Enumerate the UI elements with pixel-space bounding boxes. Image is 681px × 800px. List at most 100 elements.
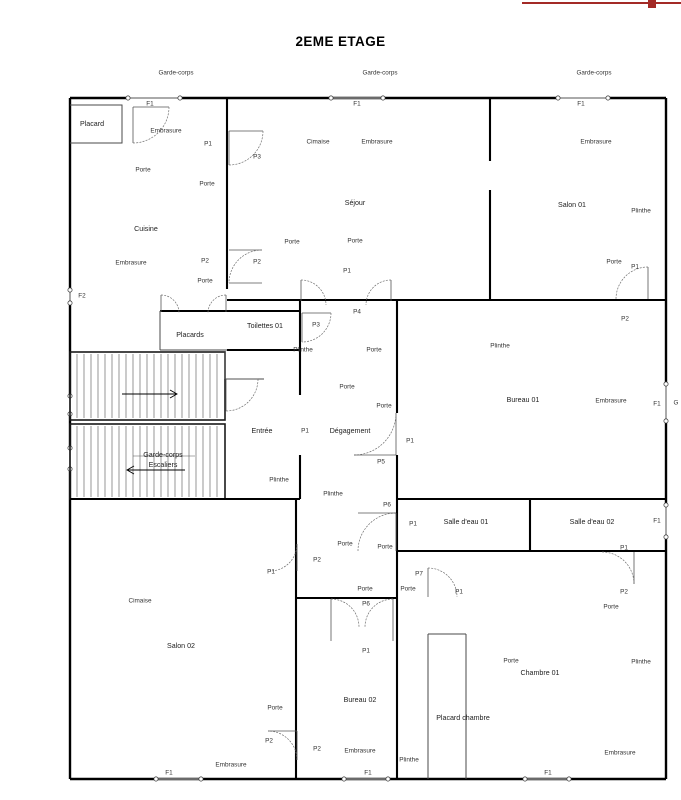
room-label: Bureau 02 — [344, 696, 377, 704]
annotation-label: Porte — [347, 238, 363, 245]
annotation-label: Plinthe — [631, 208, 651, 215]
garde-corps-label-3: Garde-corps — [577, 70, 612, 77]
room-label: Dégagement — [330, 427, 371, 435]
annotation-label: P2 — [201, 258, 209, 265]
annotation-label: Porte — [339, 384, 355, 391]
annotation-label: P6 — [383, 502, 391, 509]
room-label: Cuisine — [134, 225, 158, 233]
annotation-label: P6 — [362, 601, 370, 608]
garde-corps-label-1: Garde-corps — [159, 70, 194, 77]
stair-arrow-up — [122, 389, 178, 399]
annotation-label: Plinthe — [631, 659, 651, 666]
window-label-top-1: F1 — [146, 101, 154, 108]
annotation-label: Plinthe — [323, 491, 343, 498]
annotation-label: Embrasure — [595, 398, 627, 405]
window-label-top-3: F1 — [577, 101, 585, 108]
room-label: Séjour — [345, 199, 366, 207]
room-label: Salon 02 — [167, 642, 195, 650]
annotation-label: Porte — [606, 259, 622, 266]
stair-arrow-down — [126, 465, 185, 475]
room-label: Salon 01 — [558, 201, 586, 209]
garde-corps-label-2: Garde-corps — [363, 70, 398, 77]
window-label-right-1: F1 — [653, 401, 661, 408]
room-label: Bureau 01 — [507, 396, 540, 404]
annotation-label: P1 — [267, 569, 275, 576]
room-label: Placards — [176, 331, 204, 339]
top-red-rule — [522, 2, 681, 4]
annotation-label: P1 — [620, 545, 628, 552]
annotation-label: Embrasure — [344, 748, 376, 755]
annotation-label: Porte — [376, 403, 392, 410]
staircase — [69, 351, 226, 500]
room-label: Chambre 01 — [520, 669, 559, 677]
page-title: 2EME ETAGE — [295, 34, 386, 49]
annotation-label: P1 — [343, 268, 351, 275]
annotation-label: Porte — [400, 586, 416, 593]
exterior-walls — [68, 96, 668, 781]
annotation-label: P3 — [253, 154, 261, 161]
annotation-label: P1 — [301, 428, 309, 435]
annotation-label: Cimaise — [306, 139, 330, 146]
annotation-label: Embrasure — [215, 762, 247, 769]
annotation-label: Embrasure — [115, 260, 147, 267]
room-label: Entrée — [252, 427, 273, 435]
window-label-top-2: F1 — [353, 101, 361, 108]
annotation-label: Porte — [284, 239, 300, 246]
annotation-label: Porte — [197, 278, 213, 285]
window-label-right-2: F1 — [653, 518, 661, 525]
annotation-label: P2 — [253, 259, 261, 266]
annotation-label: Porte — [503, 658, 519, 665]
garde-corps-labels: Garde-corps Garde-corps Garde-corps G — [159, 70, 679, 407]
top-red-square — [648, 0, 656, 8]
room-label: Escaliers — [149, 461, 178, 469]
garde-corps-label-right-clipped: G — [674, 400, 679, 407]
annotation-label: P1 — [204, 141, 212, 148]
annotation-label: Embrasure — [604, 750, 636, 757]
annotation-label: P1 — [409, 521, 417, 528]
annotation-label: Porte — [603, 604, 619, 611]
room-label: Placard chambre — [436, 714, 490, 722]
annotation-label: Porte — [267, 705, 283, 712]
room-label: Salle d'eau 01 — [444, 518, 489, 526]
window-label-bottom-3: F1 — [544, 770, 552, 777]
room-label: Placard — [80, 120, 104, 128]
annotation-label: P2 — [313, 557, 321, 564]
interior-walls-upper — [70, 98, 666, 352]
annotation-label: P2 — [313, 746, 321, 753]
annotation-label: Porte — [135, 167, 151, 174]
annotation-label: P2 — [265, 738, 273, 745]
annotation-label: P7 — [415, 571, 423, 578]
annotation-label: P2 — [620, 589, 628, 596]
door-swings — [132, 106, 649, 761]
interior-walls-middle — [70, 300, 666, 553]
window-labels: F1 F1 F1 F2 F1 F1 F1 F1 F1 — [78, 101, 661, 777]
annotation-label: P4 — [353, 309, 361, 316]
annotation-label: Porte — [199, 181, 215, 188]
annotation-label: Plinthe — [269, 477, 289, 484]
annotation-label: Plinthe — [399, 757, 419, 764]
annotation-label: Porte — [357, 586, 373, 593]
window-label-left: F2 — [78, 293, 86, 300]
annotation-label: Porte — [377, 544, 393, 551]
annotation-label: Porte — [366, 347, 382, 354]
annotation-label: P5 — [377, 459, 385, 466]
annotation-label: Plinthe — [490, 343, 510, 350]
window-label-bottom-2: F1 — [364, 770, 372, 777]
annotation-label: P2 — [621, 316, 629, 323]
window-label-bottom-1: F1 — [165, 770, 173, 777]
annotation-label: P1 — [362, 648, 370, 655]
room-label: Salle d'eau 02 — [570, 518, 615, 526]
window-symbols — [67, 95, 669, 782]
annotation-label: P1 — [406, 438, 414, 445]
annotation-label: Plinthe — [293, 347, 313, 354]
interior-walls-lower — [294, 499, 467, 779]
annotation-label: P3 — [312, 322, 320, 329]
annotation-label: Embrasure — [150, 128, 182, 135]
annotation-label: Embrasure — [580, 139, 612, 146]
annotation-label: P1 — [455, 589, 463, 596]
room-label: Garde-corps — [143, 451, 183, 459]
